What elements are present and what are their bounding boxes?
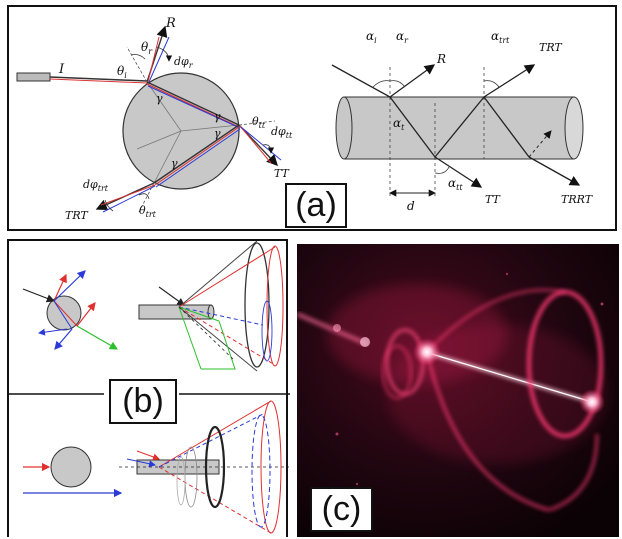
internal-ray-tt (146, 81, 240, 126)
label-theta-r: θr (141, 40, 153, 56)
label-gamma-4: γ (171, 157, 178, 170)
panel-b-drawing (9, 241, 290, 534)
incident-ray (49, 76, 148, 82)
label-alpha-tt: αtt (448, 176, 463, 192)
label-theta-trt: θtrt (139, 204, 157, 219)
label-gamma-2: γ (214, 110, 221, 123)
panel-c-tag: (c) (310, 487, 373, 532)
label-side-r: R (436, 52, 446, 66)
panel-a-drawing: I R TT TRT θi θr dφr γ γ γ γ θtt dφtt dφ… (16, 16, 594, 222)
panel-b-tag: (b) (109, 379, 177, 424)
panel-a-tag: (a) (285, 183, 347, 228)
label-alpha-trt: αtrt (491, 29, 510, 45)
label-theta-i: θi (117, 64, 127, 80)
label-alpha-i: αi (366, 29, 377, 45)
perpendicular-cross-section (23, 446, 123, 498)
perpendicular-cone-diagram (119, 400, 289, 534)
label-side-tt: TT (485, 193, 502, 206)
oblique-cone-diagram (138, 241, 284, 372)
side-ray-r (389, 64, 436, 98)
label-dphi-tt: dφtt (271, 125, 293, 140)
label-dphi-trt: dφtrt (83, 178, 109, 193)
side-ray-tt (434, 156, 483, 188)
label-gamma-3: γ (214, 127, 221, 140)
label-side-trt: TRT (539, 41, 563, 54)
label-alpha-t: αt (393, 116, 405, 132)
label-alpha-r: αr (396, 29, 409, 45)
label-d: d (407, 199, 415, 213)
panel-c-photo: (c) (297, 244, 619, 537)
label-dphi-r: dφr (174, 55, 194, 70)
label-r: R (165, 16, 176, 31)
side-ray-trt (483, 64, 536, 98)
panel-a: I R TT TRT θi θr dφr γ γ γ γ θtt dφtt dφ… (7, 5, 617, 231)
panel-b: (b) (7, 239, 290, 537)
label-trt: TRT (65, 209, 89, 222)
label-side-trrt: TRRT (561, 193, 594, 206)
fiber-stub (16, 72, 51, 82)
label-i: I (58, 62, 65, 77)
label-tt: TT (274, 167, 291, 180)
label-gamma-1: γ (156, 92, 163, 105)
side-ray-trrt (528, 156, 581, 186)
label-theta-tt: θtt (252, 115, 266, 130)
oblique-cross-section (22, 270, 119, 350)
